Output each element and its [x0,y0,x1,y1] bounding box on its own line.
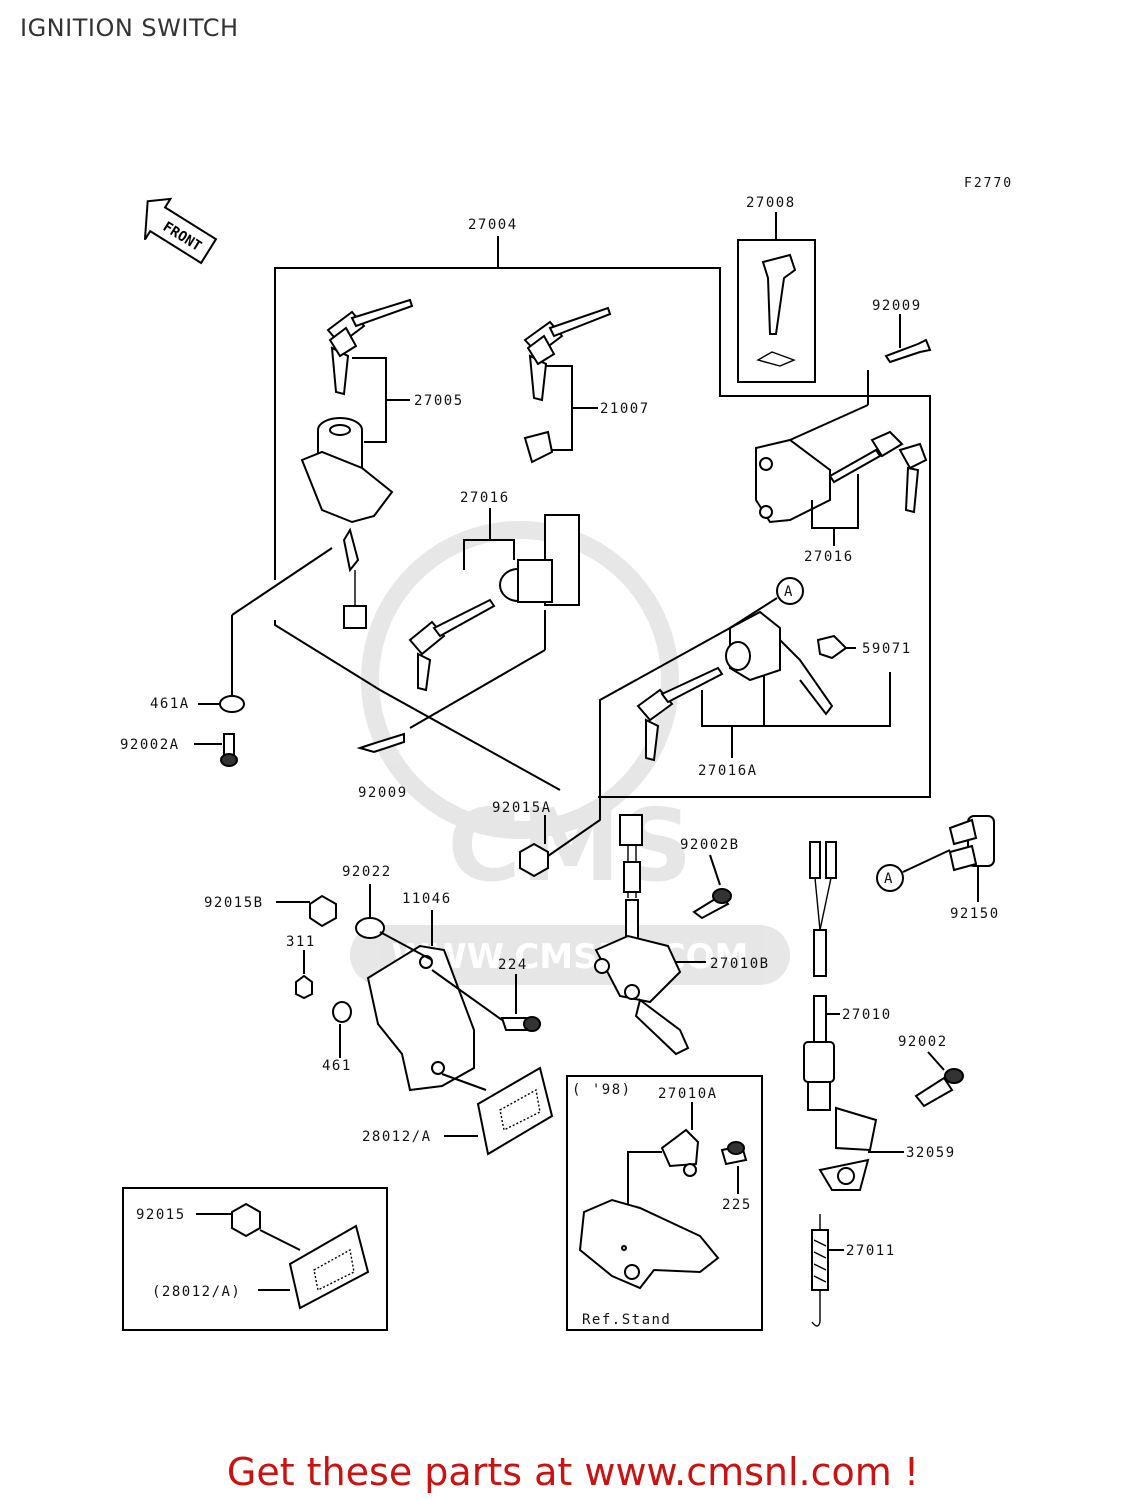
bolt-92002B [692,888,732,920]
watermark-logo: CMS [350,521,790,985]
bolt-92002A [220,733,238,767]
inset-box-98 [566,1075,763,1331]
spring-27011 [811,1214,829,1327]
bolts-92150 [948,815,995,872]
label-27011: 27011 [846,1243,896,1259]
lock-27016A [636,610,834,762]
switch-27010 [803,841,837,1111]
washer-92022 [355,917,385,939]
washer-461A [219,695,245,713]
side-stand-ref [578,1198,720,1290]
key-set-21007 [523,306,612,402]
ref-a-top: A [784,584,794,600]
page-title: IGNITION SWITCH [20,14,239,42]
inset-box-reflector [122,1187,388,1331]
ref-circle-a-top [776,577,804,605]
parts-diagram: CMS WWW.CMSNL.COM FRONT [120,195,1000,1331]
ignition-switch-body [300,417,394,629]
clip-59071 [816,634,848,660]
label-225: 225 [722,1197,752,1213]
key-27008-box [737,212,816,383]
reflector-28012A [476,1066,554,1156]
nut-92015A [519,842,549,878]
switch-27010B [594,899,690,1056]
cap-21007 [523,430,554,464]
label-27005: 27005 [414,393,464,409]
label-92009-top: 92009 [872,298,922,314]
leader-27016A [701,672,891,727]
label-224: 224 [498,957,528,973]
bolt-224 [500,1016,541,1032]
label-28012A: 28012/A [362,1129,432,1145]
leader-92015A [547,627,731,857]
label-98-inset: ( '98) [572,1082,632,1098]
assembly-27004-outline [274,236,931,798]
label-11046: 11046 [402,891,452,907]
label-461A: 461A [150,696,190,712]
key-set-27005 [326,298,414,396]
switch-27010A [660,1128,700,1177]
label-92002B: 92002B [680,837,740,853]
connector-92002B-wire [619,814,643,898]
ref-circle-a-bottom [876,864,904,892]
nut-92015 [231,1202,261,1238]
label-27010: 27010 [842,1007,892,1023]
screw-92009-bottom [356,732,405,754]
label-27004: 27004 [468,217,518,233]
label-21007: 21007 [600,401,650,417]
label-27010B: 27010B [710,956,770,972]
label-92015B: 92015B [204,895,264,911]
label-92015: 92015 [136,1207,186,1223]
ref-a-bottom: A [884,871,894,887]
leader-ignition-461A [231,547,333,616]
label-27010A: 27010A [658,1086,718,1102]
label-92009-bottom: 92009 [358,785,408,801]
washer-461 [332,1001,352,1023]
reflector-28012A-inset [288,1224,370,1310]
label-92022: 92022 [342,864,392,880]
front-arrow: FRONT [143,197,218,265]
figure-code: F2770 [964,176,1014,191]
nut-92015B [309,894,337,928]
screw-92009-top [884,338,932,364]
label-ref-stand: Ref.Stand [582,1312,671,1328]
lock-27016-middle [408,514,580,692]
label-27008: 27008 [746,195,796,211]
label-311: 311 [286,934,316,950]
label-27016-right: 27016 [804,549,854,565]
label-27016A: 27016A [698,763,758,779]
bolt-225 [720,1141,748,1166]
label-32059: 32059 [906,1145,956,1161]
svg-text:CMS: CMS [448,787,693,904]
label-461: 461 [322,1058,352,1074]
label-92015A: 92015A [492,800,552,816]
bracket-32059 [818,1106,878,1191]
label-28012A-paren: (28012/A) [152,1284,241,1300]
label-92002: 92002 [898,1034,948,1050]
label-59071: 59071 [862,641,912,657]
footer-promo-link[interactable]: Get these parts at www.cmsnl.com ! [226,1450,920,1494]
label-92002A: 92002A [120,737,180,753]
lock-27016-right [755,430,928,524]
bolt-92002 [914,1068,964,1108]
label-92150: 92150 [950,906,1000,922]
nut-311 [295,974,313,1000]
label-27016-middle: 27016 [460,490,510,506]
